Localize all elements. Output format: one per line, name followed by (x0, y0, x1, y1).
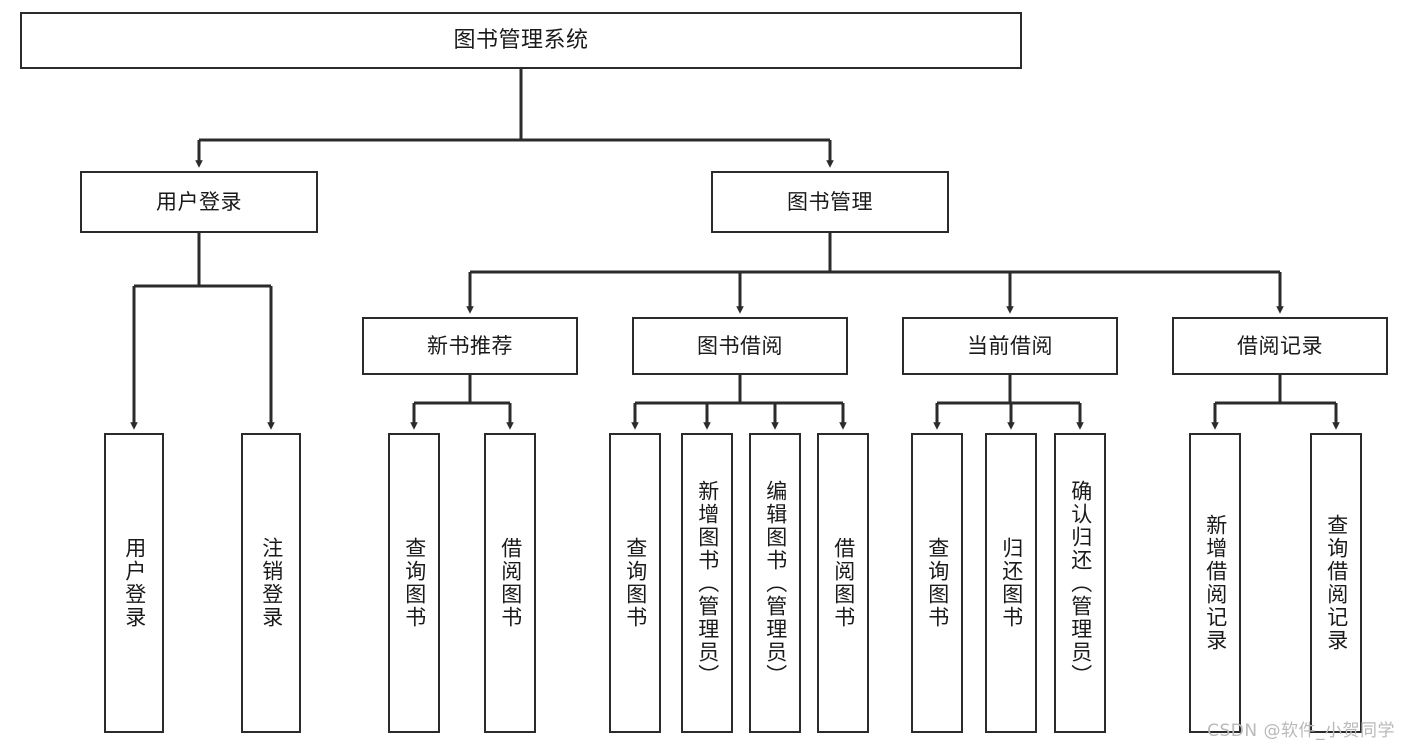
leaf-query-book-borrow[interactable]: 查询图书 (609, 433, 661, 733)
node-label: 图书管理 (787, 189, 873, 214)
node-book-management[interactable]: 图书管理 (711, 171, 949, 233)
leaf-edit-book-admin[interactable]: 编辑图书（管理员） (749, 433, 801, 733)
leaf-borrow-book[interactable]: 借阅图书 (817, 433, 869, 733)
node-label: 查询图书 (925, 537, 950, 629)
node-label: 图书管理系统 (453, 27, 589, 53)
node-label: 用户登录 (122, 537, 147, 629)
node-label: 新增图书（管理员） (695, 479, 720, 687)
node-label: 借阅图书 (498, 537, 523, 629)
node-label: 查询图书 (402, 537, 427, 629)
node-new-book-recommend[interactable]: 新书推荐 (362, 317, 578, 375)
leaf-user-login[interactable]: 用户登录 (104, 433, 164, 733)
node-label: 借阅记录 (1237, 333, 1323, 358)
node-label: 查询图书 (623, 537, 648, 629)
node-label: 当前借阅 (967, 333, 1053, 358)
node-book-borrow[interactable]: 图书借阅 (632, 317, 848, 375)
node-label: 新增借阅记录 (1203, 514, 1228, 652)
node-root-system[interactable]: 图书管理系统 (20, 12, 1022, 69)
leaf-logout[interactable]: 注销登录 (241, 433, 301, 733)
node-label: 归还图书 (999, 537, 1024, 629)
leaf-add-book-admin[interactable]: 新增图书（管理员） (681, 433, 733, 733)
node-user-login[interactable]: 用户登录 (80, 171, 318, 233)
leaf-confirm-return-admin[interactable]: 确认归还（管理员） (1054, 433, 1106, 733)
node-label: 用户登录 (156, 189, 242, 214)
node-label: 新书推荐 (427, 333, 513, 358)
node-borrow-records[interactable]: 借阅记录 (1172, 317, 1388, 375)
leaf-add-borrow-record[interactable]: 新增借阅记录 (1189, 433, 1241, 733)
node-label: 确认归还（管理员） (1068, 479, 1093, 687)
node-current-borrow[interactable]: 当前借阅 (902, 317, 1118, 375)
node-label: 图书借阅 (697, 333, 783, 358)
watermark-text: CSDN @软件_小贺同学 (1207, 721, 1395, 741)
node-label: 编辑图书（管理员） (763, 479, 788, 687)
leaf-borrow-book-recommend[interactable]: 借阅图书 (484, 433, 536, 733)
leaf-return-book[interactable]: 归还图书 (985, 433, 1037, 733)
node-label: 注销登录 (259, 537, 284, 629)
leaf-query-book-recommend[interactable]: 查询图书 (388, 433, 440, 733)
node-label: 查询借阅记录 (1324, 514, 1349, 652)
leaf-query-book-current[interactable]: 查询图书 (911, 433, 963, 733)
node-label: 借阅图书 (831, 537, 856, 629)
leaf-query-borrow-record[interactable]: 查询借阅记录 (1310, 433, 1362, 733)
